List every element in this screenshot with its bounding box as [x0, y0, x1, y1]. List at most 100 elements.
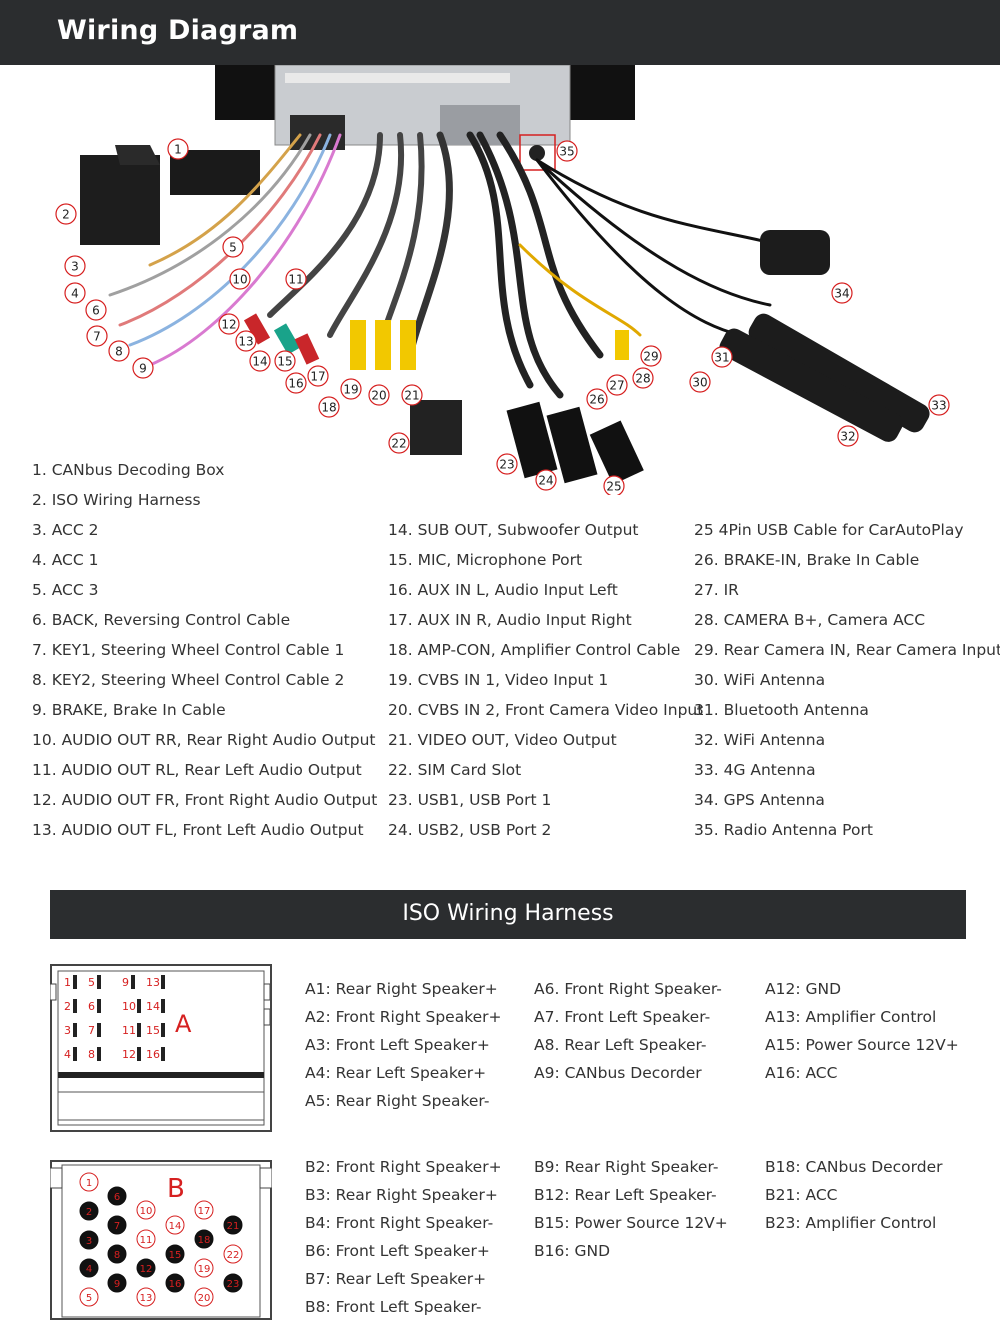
connector-b-pin-20: [194, 1287, 214, 1307]
pin-b-col1-5: B7: Rear Left Speaker+: [305, 1270, 487, 1288]
connector-b-pin-label-23: 23: [227, 1279, 240, 1290]
svg-text:28: 28: [635, 372, 650, 386]
iso-section-header: ISO Wiring Harness: [50, 890, 966, 939]
connector-a-pin-13: 13: [146, 976, 160, 989]
callout-2: 2: [55, 203, 77, 225]
connector-b-pin-16: [165, 1273, 185, 1293]
legend-item-col1-8: 8. KEY2, Steering Wheel Control Cable 2: [32, 671, 345, 689]
legend-item-col3-11: 35. Radio Antenna Port: [694, 821, 873, 839]
svg-text:16: 16: [288, 377, 303, 391]
connector-a-pin-slot-15: [161, 1023, 165, 1037]
connector-a-pin-slot-10: [137, 999, 141, 1013]
header-bar: Wiring Diagram: [0, 0, 1000, 65]
svg-text:30: 30: [692, 376, 707, 390]
legend-item-col3-4: 28. CAMERA B+, Camera ACC: [694, 611, 926, 629]
connector-b-pin-label-20: 20: [198, 1293, 211, 1304]
svg-text:29: 29: [643, 350, 658, 364]
callout-19: 19: [340, 378, 362, 400]
pin-a-col3-2: A13: Amplifier Control: [765, 1008, 937, 1026]
legend-item-col3-2: 26. BRAKE-IN, Brake In Cable: [694, 551, 920, 569]
svg-text:20: 20: [371, 389, 386, 403]
connector-a-pin-16: 16: [146, 1048, 160, 1061]
connector-a-pin-9: 9: [122, 976, 129, 989]
pin-b-col3-3: B23: Amplifier Control: [765, 1214, 937, 1232]
legend-item-col1-11: 11. AUDIO OUT RL, Rear Left Audio Output: [32, 761, 362, 779]
connector-b-pin-label-8: 8: [114, 1250, 120, 1261]
legend-item-col2-3: 16. AUX IN L, Audio Input Left: [388, 581, 618, 599]
legend-item-col3-5: 29. Rear Camera IN, Rear Camera Input: [694, 641, 1000, 659]
connector-b-pin-label-22: 22: [227, 1250, 240, 1261]
connector-a-pin-8: 8: [88, 1048, 95, 1061]
callout-6: 6: [85, 299, 107, 321]
connector-a-pin-1: 1: [64, 976, 71, 989]
connector-b-pin-5: [79, 1287, 99, 1307]
legend-item-col1-6: 6. BACK, Reversing Control Cable: [32, 611, 291, 629]
svg-text:32: 32: [840, 430, 855, 444]
callout-34: 34: [831, 282, 853, 304]
connector-b-pin-8: [107, 1244, 127, 1264]
connector-a-pin-slot-6: [97, 999, 101, 1013]
pin-a-col1-4: A4: Rear Left Speaker+: [305, 1064, 487, 1082]
connector-b-pin-2: [79, 1201, 99, 1221]
connector-a-pin-2: 2: [64, 1000, 71, 1013]
pin-a-col1-2: A2: Front Right Speaker+: [305, 1008, 502, 1026]
svg-text:13: 13: [238, 335, 253, 349]
connector-b-pin-label-13: 13: [140, 1293, 153, 1304]
pin-b-col1-6: B8: Front Left Speaker-: [305, 1298, 482, 1316]
legend-item-col3-3: 27. IR: [694, 581, 739, 599]
connector-b-pin-1: [79, 1172, 99, 1192]
callout-21: 21: [401, 384, 423, 406]
connector-b-pin-label-10: 10: [140, 1206, 153, 1217]
pin-a-col1-3: A3: Front Left Speaker+: [305, 1036, 490, 1054]
svg-text:3: 3: [71, 260, 79, 274]
svg-text:33: 33: [931, 399, 946, 413]
svg-text:19: 19: [343, 383, 358, 397]
legend-item-col1-2: 2. ISO Wiring Harness: [32, 491, 201, 509]
connector-b-pin-label-12: 12: [140, 1264, 153, 1275]
connector-b-pin-label-5: 5: [86, 1293, 92, 1304]
legend-item-col1-5: 5. ACC 3: [32, 581, 99, 599]
connector-b-pin-14: [165, 1215, 185, 1235]
connector-a-pin-12: 12: [122, 1048, 136, 1061]
connector-b-pin-label-14: 14: [169, 1221, 182, 1232]
connector-b-letter: B: [167, 1174, 185, 1204]
connector-b-pin-13: [136, 1287, 156, 1307]
rca-plugs: [243, 313, 629, 370]
callout-5: 5: [222, 236, 244, 258]
callout-16: 16: [285, 372, 307, 394]
connector-b-pin-12: [136, 1258, 156, 1278]
svg-text:8: 8: [115, 345, 123, 359]
callout-11: 11: [285, 268, 307, 290]
callout-23: 23: [496, 453, 518, 475]
connector-a-pin-10: 10: [122, 1000, 136, 1013]
callout-20: 20: [368, 384, 390, 406]
callout-15: 15: [274, 350, 296, 372]
connector-b-pin-4: [79, 1258, 99, 1278]
connector-a-pin-7: 7: [88, 1024, 95, 1037]
svg-text:22: 22: [391, 437, 406, 451]
pin-a-col1-1: A1: Rear Right Speaker+: [305, 980, 498, 998]
connector-a-pin-slot-9: [131, 975, 135, 989]
svg-text:24: 24: [538, 474, 553, 488]
legend-item-col1-7: 7. KEY1, Steering Wheel Control Cable 1: [32, 641, 345, 659]
pin-b-col2-2: B12: Rear Left Speaker-: [534, 1186, 717, 1204]
connector-a-pin-slot-8: [97, 1047, 101, 1061]
connector-b-pin-19: [194, 1258, 214, 1278]
callout-22: 22: [388, 432, 410, 454]
callout-30: 30: [689, 371, 711, 393]
svg-text:18: 18: [321, 401, 336, 415]
connector-b-pin-label-7: 7: [114, 1221, 120, 1232]
connector-a-pin-slot-12: [137, 1047, 141, 1061]
pin-a-col2-3: A8. Rear Left Speaker-: [534, 1036, 707, 1054]
connector-b-pin-15: [165, 1244, 185, 1264]
antennas: [719, 230, 930, 442]
pin-b-col1-4: B6: Front Left Speaker+: [305, 1242, 490, 1260]
callout-10: 10: [229, 268, 251, 290]
pin-a-col2-1: A6. Front Right Speaker-: [534, 980, 722, 998]
callout-27: 27: [606, 374, 628, 396]
legend-item-col1-10: 10. AUDIO OUT RR, Rear Right Audio Outpu…: [32, 731, 376, 749]
svg-text:34: 34: [834, 287, 849, 301]
